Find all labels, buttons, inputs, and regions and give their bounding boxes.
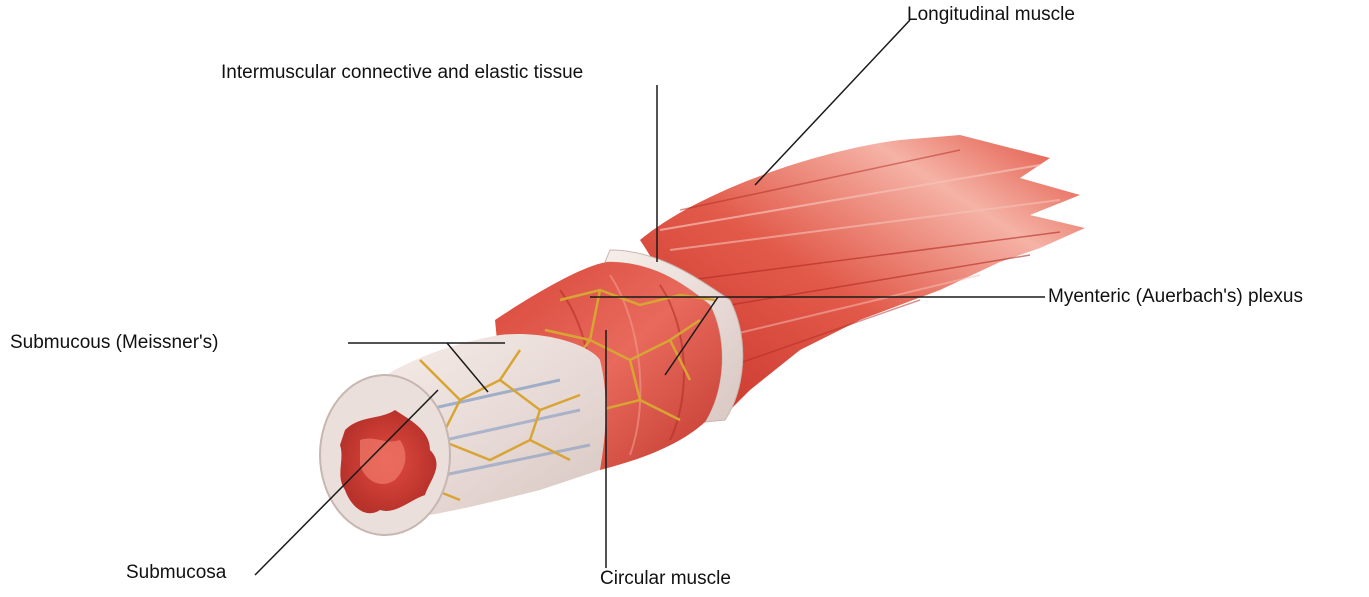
label-longitudinal-muscle: Longitudinal muscle [907,5,1075,24]
label-intermuscular-tissue: Intermuscular connective and elastic tis… [221,63,583,82]
label-circular-muscle: Circular muscle [600,569,731,588]
mucosa-cut-end [320,375,450,535]
label-myenteric-plexus: Myenteric (Auerbach's) plexus [1048,287,1303,306]
label-submucosa: Submucosa [126,563,226,582]
label-submucous-plexus: Submucous (Meissner's) [10,333,218,352]
